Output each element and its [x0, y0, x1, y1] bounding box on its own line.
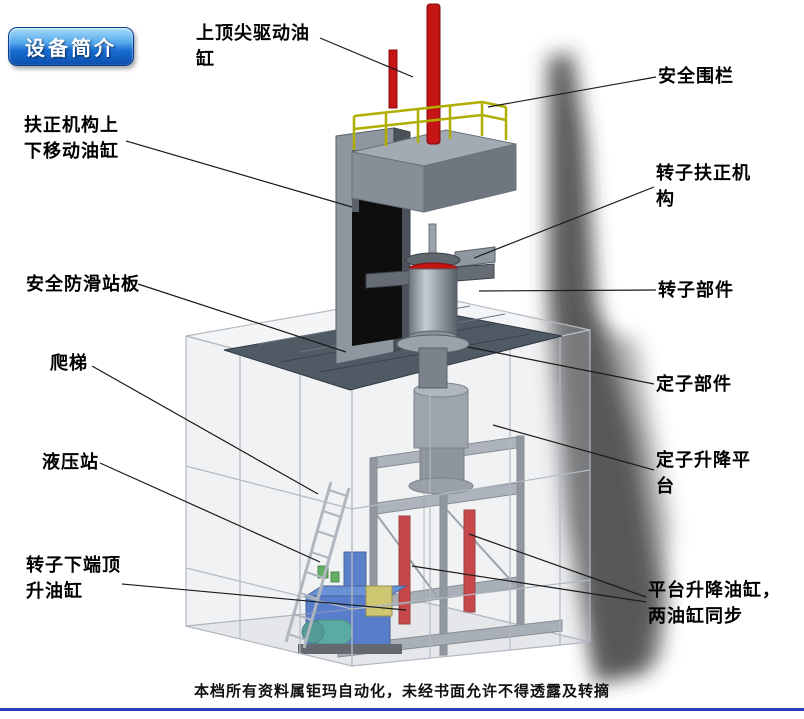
- label-rotor-bottom-jack-cylinder: 转子下端顶 升油缸: [26, 555, 121, 602]
- rotor-assembly: [365, 223, 496, 389]
- leader-lines: [91, 37, 657, 611]
- label-rotor-centering-mechanism: 转子扶正机 构: [656, 163, 751, 210]
- footer-rule: [0, 708, 804, 711]
- safety-railing: [352, 100, 508, 150]
- label-platform-lift-cylinders: 平台升降油缸， 两油缸同步: [648, 580, 781, 627]
- label-stator-lift-platform: 定子升降平 台: [656, 450, 751, 497]
- label-stator-component: 定子部件: [656, 374, 732, 394]
- label-rotor-component: 转子部件: [658, 280, 734, 300]
- cast-shadow: [548, 52, 670, 684]
- label-safety-fence: 安全围栏: [658, 66, 734, 86]
- footer-disclaimer: 本档所有资料属钜玛自动化，未经书面允许不得透露及转摘: [193, 683, 610, 700]
- label-antislip-plate: 安全防滑站板: [26, 274, 140, 294]
- platform-lift-cylinders-shapes: [398, 509, 476, 625]
- head-assembly: [351, 129, 517, 213]
- label-ladder: 爬梯: [50, 353, 88, 373]
- label-centering-move-cylinder: 扶正机构上 下移动油缸: [24, 115, 119, 162]
- top-drive-cylinder-shapes: [388, 3, 441, 145]
- label-hydraulic-station: 液压站: [42, 452, 99, 472]
- label-top-center-cylinder: 上顶尖驱动油 缸: [196, 23, 310, 70]
- stator-assembly: [408, 382, 474, 495]
- title-badge: 设备简介: [8, 27, 134, 66]
